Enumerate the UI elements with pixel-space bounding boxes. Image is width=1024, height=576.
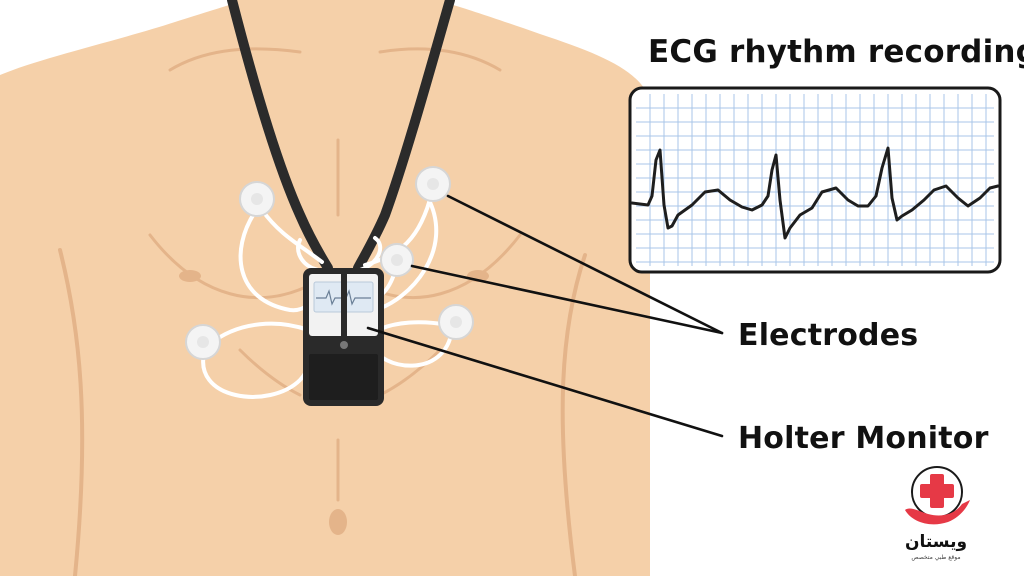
logo-tagline: موقع طبي متخصص: [911, 554, 961, 561]
holter-monitor-device: [303, 268, 384, 406]
lanyard: [227, 0, 455, 273]
electrode-lower-left: [185, 324, 221, 360]
logo-name: ويستان: [904, 532, 968, 552]
electrode-upper-left: [239, 181, 275, 217]
pointer-lines: [366, 194, 724, 438]
pointer-holter-monitor: [366, 326, 724, 438]
holter-monitor-label: Holter Monitor: [738, 421, 989, 456]
electrode-lower-right: [438, 304, 474, 340]
electrode-mid-right: [380, 243, 414, 277]
electrodes-label: Electrodes: [738, 318, 919, 353]
logo-emblem: [905, 466, 970, 525]
electrode-upper-right: [415, 166, 451, 202]
pointer-electrode-mid-right: [410, 264, 724, 335]
pointer-electrode-upper-right: [446, 194, 724, 335]
ecg-grid: [636, 94, 994, 266]
ecg-title: ECG rhythm recording: [648, 34, 1024, 70]
ecg-trace: [630, 146, 1000, 240]
ecg-panel: [628, 86, 1002, 274]
